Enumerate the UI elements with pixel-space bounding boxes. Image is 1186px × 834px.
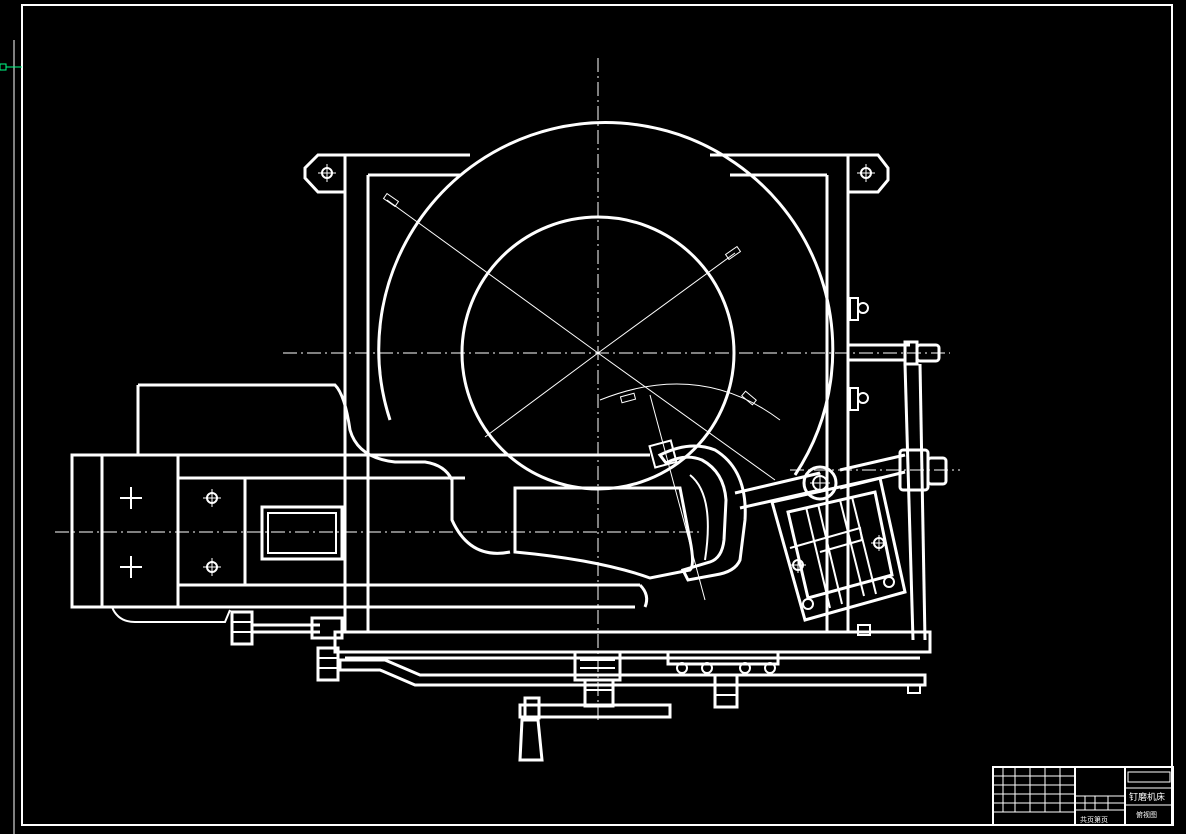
workpiece-carriage xyxy=(70,383,694,623)
title-block: 钉磨机床 俯视图 共页第页 xyxy=(992,766,1174,826)
origin-marker-icon xyxy=(0,63,22,71)
centerlines xyxy=(55,58,960,720)
drawing-type-label: 俯视图 xyxy=(1136,810,1157,819)
swing-bracket xyxy=(734,453,907,622)
grinding-wheel xyxy=(377,121,835,491)
machine-base xyxy=(230,610,932,762)
clamp-arm xyxy=(648,394,747,601)
adjusting-rod xyxy=(848,297,948,641)
drawing-border xyxy=(21,4,1173,826)
part-name-label: 钉磨机床 xyxy=(1129,791,1165,803)
sheet-note-label: 共页第页 xyxy=(1080,815,1108,824)
